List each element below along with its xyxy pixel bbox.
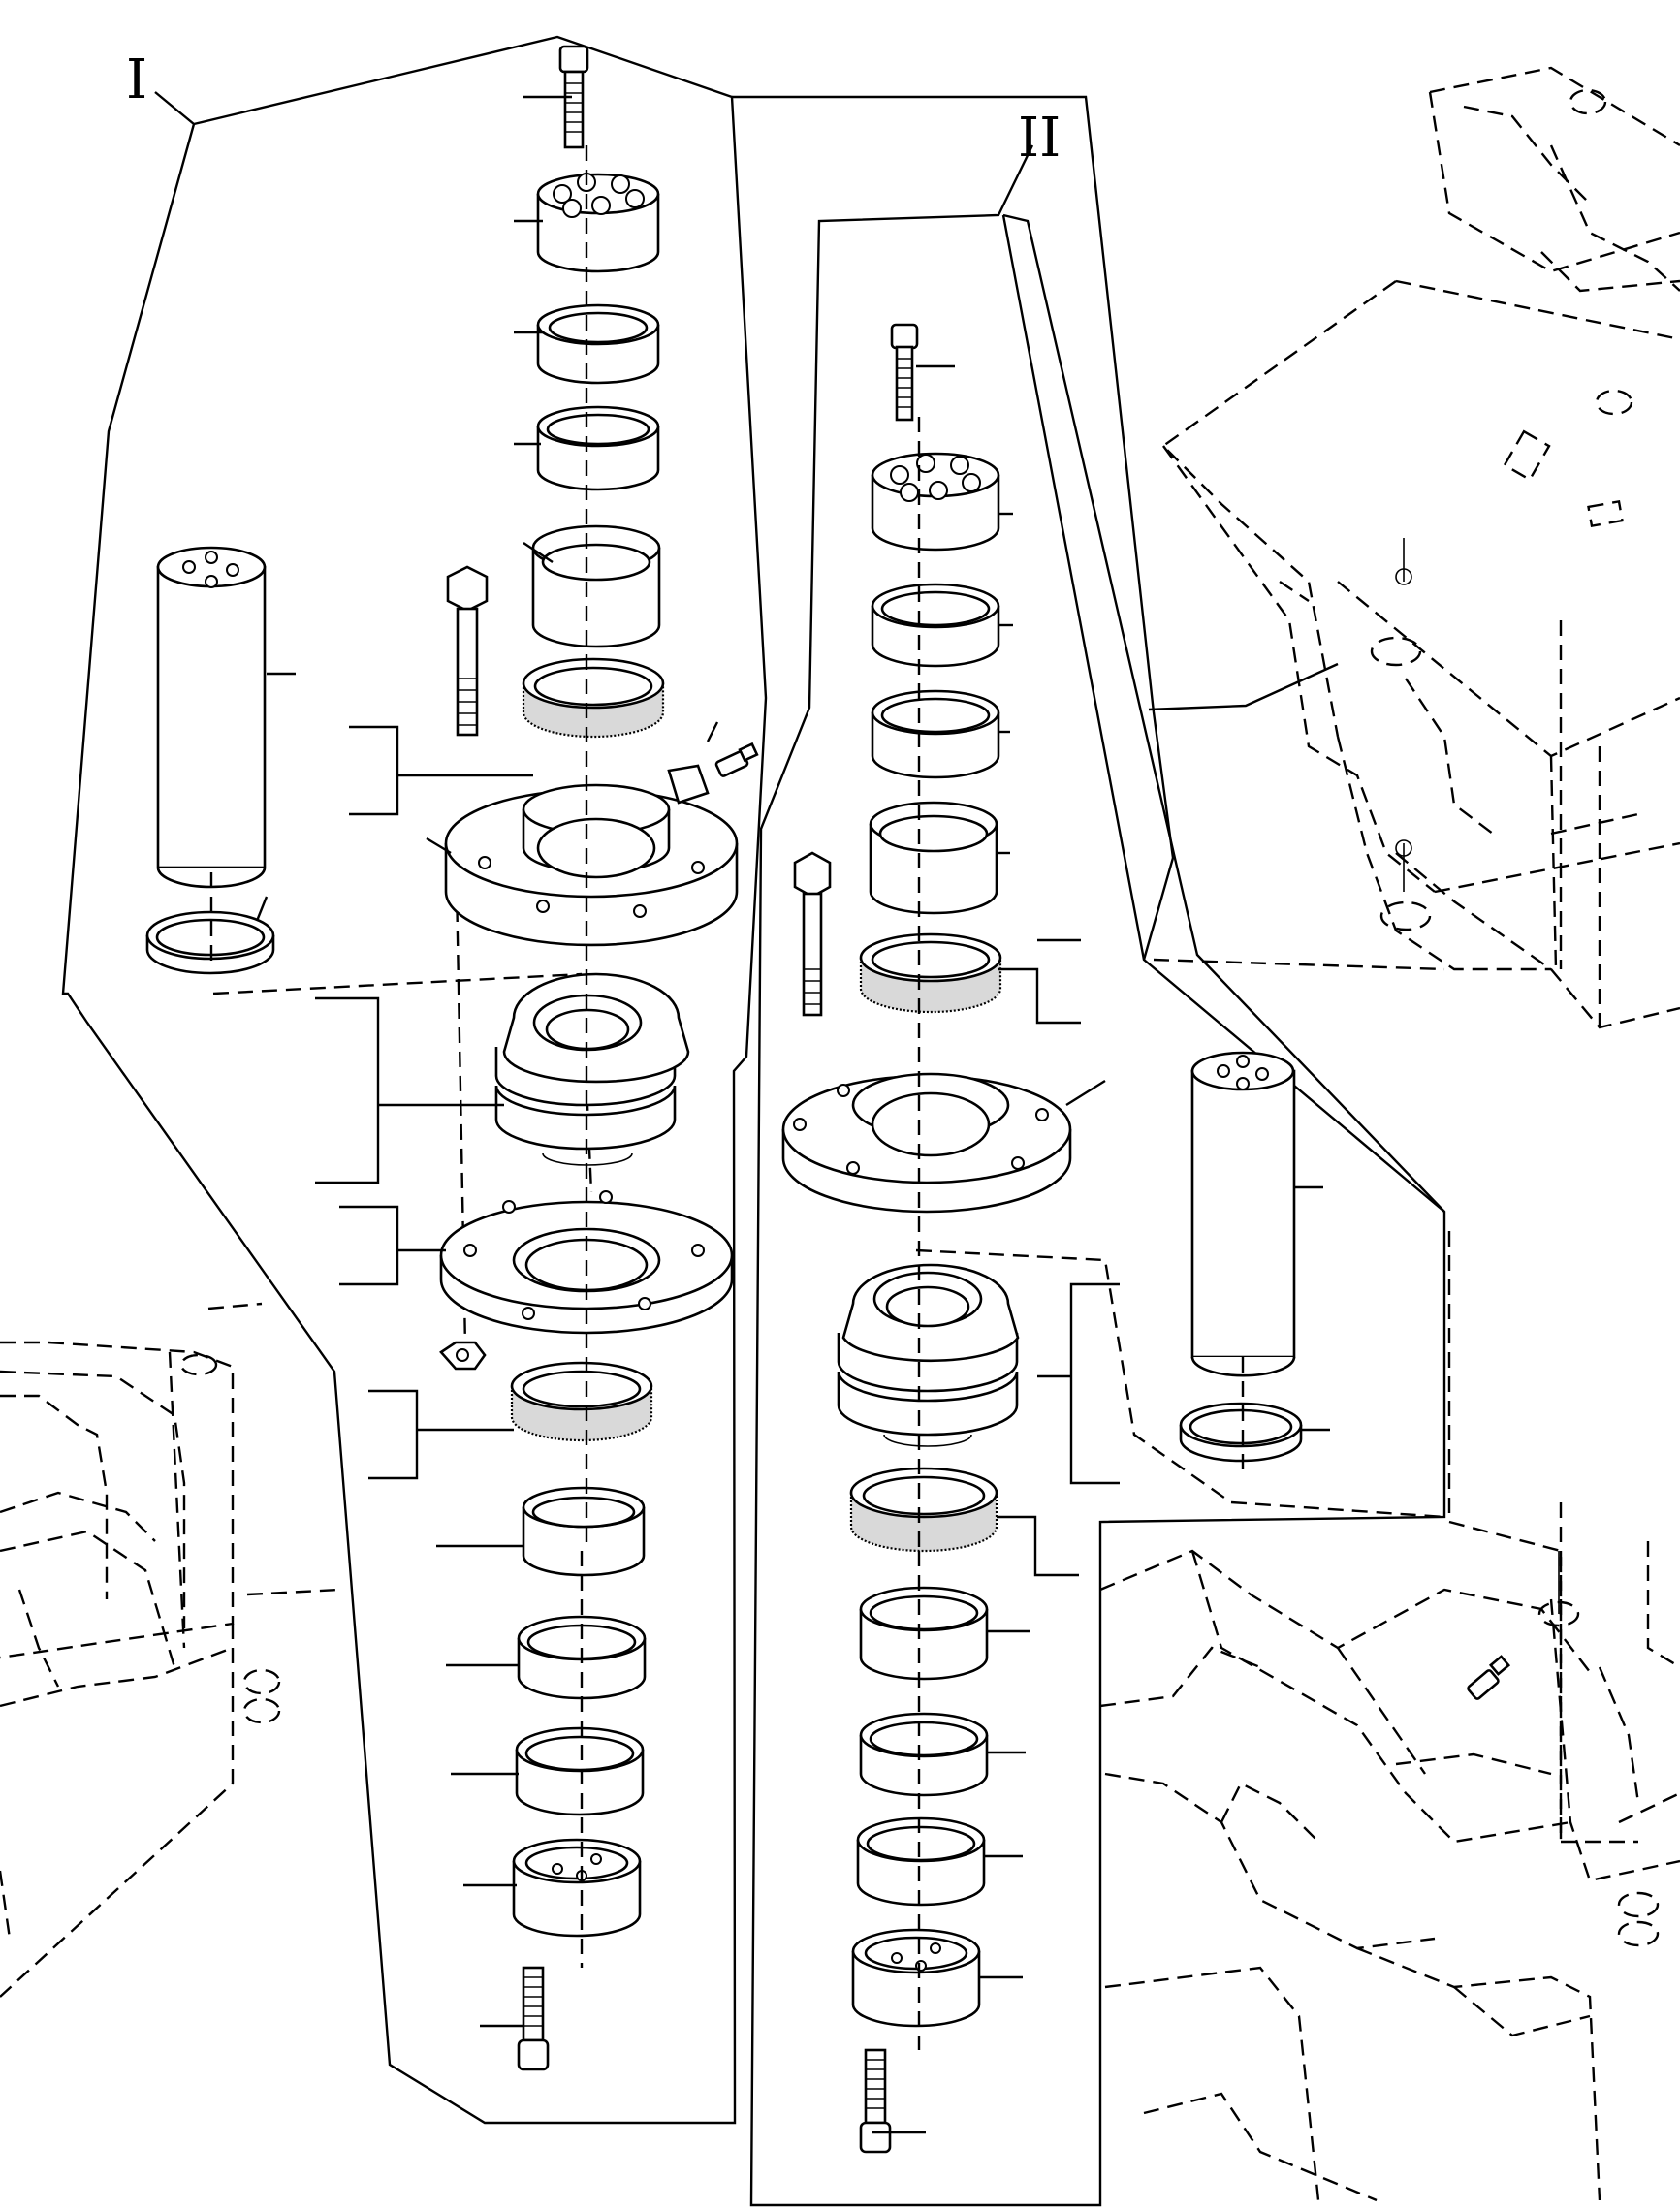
bolt-top-I <box>558 45 589 149</box>
grease-fitting-II <box>1467 1655 1511 1700</box>
bushing-ring-2-I <box>536 405 660 491</box>
bolt-bottom-I <box>517 1966 550 2071</box>
bushing-tall-II <box>869 801 998 915</box>
end-cap-bottom-I <box>512 1838 642 1938</box>
pin-II <box>1190 1051 1296 1377</box>
bushing-lower-3-I <box>515 1726 645 1816</box>
pin-ring-II <box>1179 1402 1303 1463</box>
bolt-long-I <box>446 565 489 737</box>
grease-fitting-I <box>714 742 759 777</box>
assembly-II-parts <box>781 323 1511 2154</box>
bushing-tall-I <box>531 524 661 648</box>
spherical-bearing-I <box>494 972 690 1166</box>
flange-upper-I <box>444 764 739 947</box>
bushing-ring-1-II <box>871 583 1000 668</box>
end-cap-bottom-II <box>851 1928 981 2028</box>
leader-lines <box>255 95 1330 2134</box>
seal-ring-upper-I <box>522 657 665 739</box>
machine-frame-left <box>0 1302 340 1998</box>
spherical-bearing-II <box>837 1263 1020 1447</box>
nut-I <box>439 1341 487 1371</box>
assembly-label-II: II <box>1018 107 1062 170</box>
bushing-lower-1-I <box>522 1486 646 1577</box>
bushing-ring-1-I <box>536 303 660 385</box>
machine-frame-top-right <box>1161 66 1680 1029</box>
bushing-lower-3-II <box>856 1816 986 1907</box>
bushing-ring-2-II <box>871 689 1000 779</box>
bolt-top-II <box>890 323 919 422</box>
flange-II <box>781 1072 1072 1214</box>
machine-frame-bottom-right <box>1099 1541 1680 2202</box>
assembly-II-outline <box>732 95 1446 2207</box>
assembly-I-outline <box>61 35 768 2125</box>
bolt-long-II <box>793 851 832 1017</box>
pin-I <box>156 546 267 889</box>
seal-ring-lower-II <box>849 1467 998 1553</box>
end-cap-I <box>536 173 660 273</box>
end-cap-II <box>871 452 1000 552</box>
seal-ring-lower-I <box>510 1361 653 1442</box>
assembly-I-parts <box>145 45 759 2071</box>
bushing-lower-1-II <box>859 1586 989 1681</box>
bolt-bottom-II <box>859 2048 892 2154</box>
bushing-lower-2-II <box>859 1712 989 1797</box>
seal-ring-upper-II <box>859 932 1002 1014</box>
assembly-label-I: I <box>126 48 148 111</box>
